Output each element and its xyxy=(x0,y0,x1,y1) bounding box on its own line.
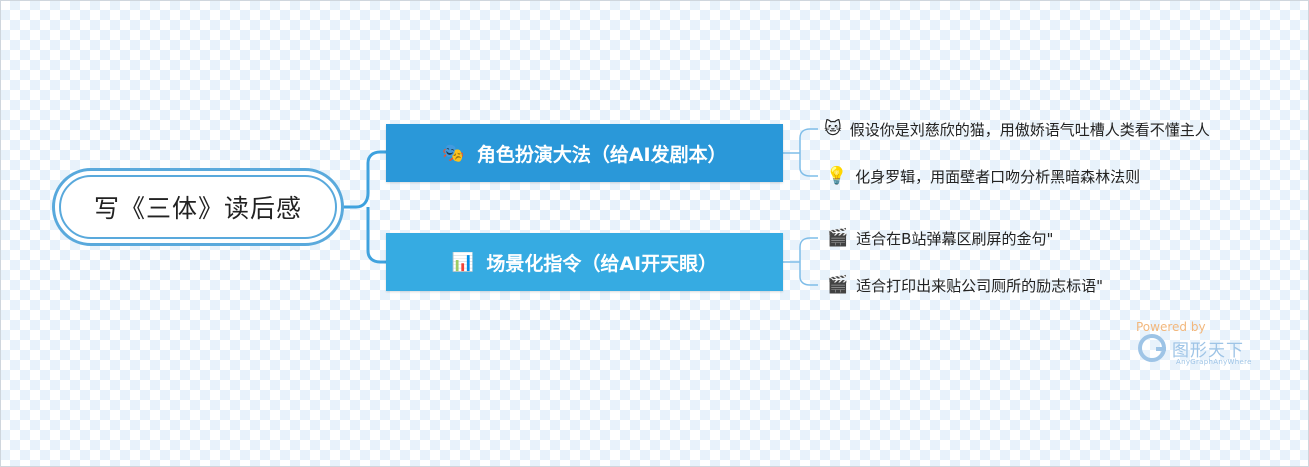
clapper-board-icon: 🎬 xyxy=(827,228,849,248)
powered-by-label: Powered by xyxy=(1136,320,1206,334)
theater-masks-icon: 🎭 xyxy=(442,142,465,164)
leaf-node-bilibili[interactable]: 🎬 适合在B站弹幕区刷屏的金句" xyxy=(827,228,1053,249)
bar-chart-icon: 📊 xyxy=(451,251,475,273)
leaf-node-cat[interactable]: 🐱 假设你是刘慈欣的猫，用傲娇语气吐槽人类看不懂主人 xyxy=(824,119,1210,140)
leaf-text: 适合打印出来贴公司厕所的励志标语" xyxy=(856,277,1104,295)
leaf-text: 化身罗辑，用面壁者口吻分析黑暗森林法则 xyxy=(855,168,1141,186)
leaf-node-slogan[interactable]: 🎬 适合打印出来贴公司厕所的励志标语" xyxy=(827,275,1103,296)
leaf-node-luoji[interactable]: 💡 化身罗辑，用面壁者口吻分析黑暗森林法则 xyxy=(826,166,1140,187)
root-inner-ring xyxy=(59,175,337,239)
brand-name: 图形天下 xyxy=(1172,340,1244,361)
light-bulb-icon: 💡 xyxy=(826,166,848,186)
leaf-text: 假设你是刘慈欣的猫，用傲娇语气吐槽人类看不懂主人 xyxy=(849,121,1210,139)
brand-subtitle: AnyGraphAnyWhere xyxy=(1176,358,1252,366)
root-topic-title: 写《三体》读后感 xyxy=(93,194,302,223)
branch-label: 角色扮演大法（给AI发剧本） xyxy=(476,143,727,166)
leaf-text: 适合在B站弹幕区刷屏的金句" xyxy=(856,230,1054,248)
root-topic-node[interactable]: 写《三体》读后感 xyxy=(52,168,344,246)
branch1-to-leaves-connector xyxy=(783,128,818,177)
brand-logo: 图形天下 xyxy=(1138,334,1244,362)
branch-label: 场景化指令（给AI开天眼） xyxy=(486,252,718,275)
branch2-to-leaves-connector xyxy=(783,237,818,286)
clapper-board-icon: 🎬 xyxy=(827,275,849,295)
branch-node-role-play[interactable]: 🎭 角色扮演大法（给AI发剧本） xyxy=(386,124,783,182)
brand-g-icon xyxy=(1138,334,1166,362)
branch-node-scenario[interactable]: 📊 场景化指令（给AI开天眼） xyxy=(386,233,783,291)
cat-face-icon: 🐱 xyxy=(824,119,842,139)
root-to-branch-connector xyxy=(344,150,386,264)
